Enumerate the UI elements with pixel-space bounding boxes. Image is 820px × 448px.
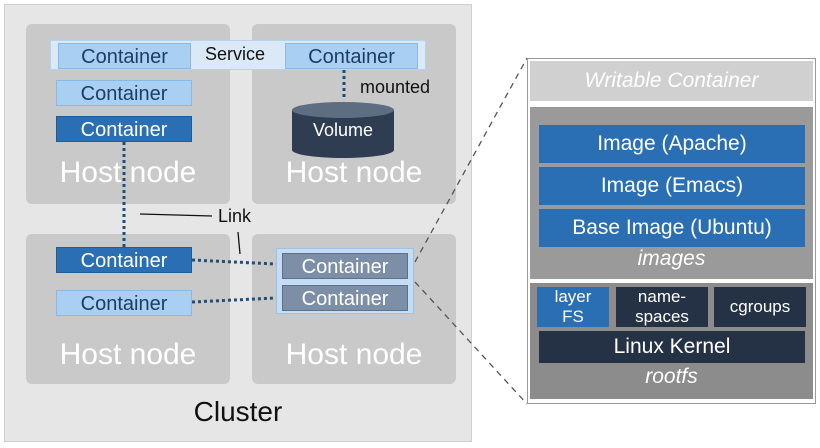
service-container-left: Container	[58, 43, 191, 69]
host-node-label: Host node	[59, 338, 197, 371]
rootfs-label: rootfs	[645, 365, 698, 388]
service-container-right: Container	[285, 43, 418, 69]
cgroups: cgroups	[714, 287, 806, 327]
host3-container-b: Container	[56, 290, 192, 316]
panel-title: Writable Container	[530, 61, 813, 101]
mounted-label: mounted	[360, 77, 431, 97]
host-node-label: Host node	[285, 338, 423, 371]
image-emacs: Image (Emacs)	[539, 167, 805, 205]
link-line-upper	[191, 258, 277, 266]
host4-container-b: Container	[282, 285, 408, 311]
link-label: Link	[218, 206, 252, 226]
host1-container-a: Container	[56, 80, 192, 106]
images-label: images	[637, 247, 706, 270]
host1-container-b: Container	[56, 116, 192, 142]
base-image-ubuntu: Base Image (Ubuntu)	[539, 209, 805, 247]
host4-container-a: Container	[282, 253, 408, 279]
host-node-label: Host node	[285, 156, 423, 189]
service-label: Service	[205, 44, 266, 64]
namespaces: name-spaces	[616, 287, 708, 327]
host3-container-a: Container	[56, 247, 192, 273]
cluster-label: Cluster	[193, 396, 283, 427]
volume-label: Volume	[312, 120, 374, 140]
link-pointer-down	[237, 231, 241, 255]
linux-kernel: Linux Kernel	[539, 331, 805, 363]
zoom-line-top	[414, 57, 528, 263]
container-detail-panel: Writable Container Image (Apache) Image …	[527, 58, 816, 404]
link-pointer-left	[139, 213, 213, 217]
host-node-label: Host node	[59, 156, 197, 189]
zoom-line-bottom	[414, 281, 528, 405]
layer-fs: layer FS	[537, 287, 609, 327]
image-apache: Image (Apache)	[539, 125, 805, 163]
link-line-lower	[191, 296, 277, 304]
volume-cylinder	[292, 102, 394, 158]
